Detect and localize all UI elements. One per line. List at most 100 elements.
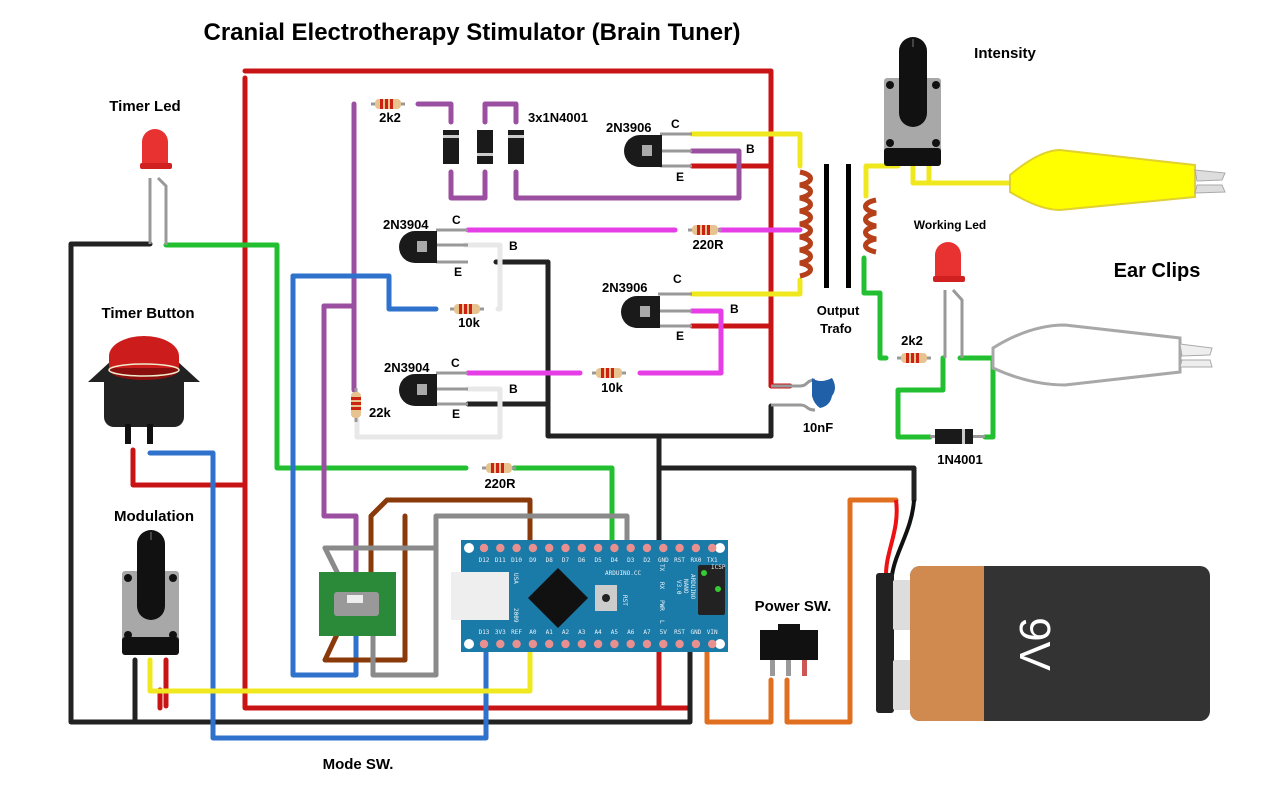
- diodes-label: 3x1N4001: [528, 110, 588, 125]
- arduino-pin-label: A3: [578, 629, 586, 636]
- arduino-brand: ARDUINO.CC: [605, 570, 642, 577]
- timer-button[interactable]: [88, 336, 200, 444]
- arduino-usa: USA: [512, 573, 519, 584]
- wire-green-trafo-out: [861, 255, 889, 361]
- arduino-pin-pad: [545, 543, 554, 553]
- wire-purple-d2d3: [482, 101, 519, 125]
- arduino-l-led: L: [658, 620, 665, 624]
- intensity-potentiometer[interactable]: [884, 37, 941, 166]
- wire-yellow-pot: [863, 163, 901, 199]
- arduino-pin-pad: [512, 543, 521, 553]
- arduino-pin-label: REF: [511, 629, 522, 636]
- resistor-10k-low: [592, 368, 626, 378]
- diode-3: [508, 130, 524, 164]
- ear-clip-white[interactable]: [991, 323, 1213, 387]
- arduino-pin-pad: [691, 543, 701, 553]
- arduino-pin-pad: [659, 543, 668, 553]
- arduino-pin-label: A7: [643, 629, 651, 636]
- page-title: Cranial Electrotherapy Stimulator (Brain…: [204, 19, 741, 46]
- arduino-pin-pad: [577, 639, 586, 649]
- diode-1n4001: [930, 429, 985, 444]
- arduino-pin-pad: [708, 543, 717, 553]
- resistor-label: 2k2: [379, 110, 401, 125]
- arduino-pin-label: D10: [511, 557, 522, 564]
- modulation-potentiometer[interactable]: [122, 530, 179, 655]
- resistor-2k2-right: [897, 353, 931, 363]
- wire-purple-d3-base: [513, 148, 742, 201]
- wire-red-top: [242, 75, 691, 711]
- timer-button-label: Timer Button: [101, 305, 194, 322]
- power-sw-label: Power SW.: [755, 598, 832, 615]
- mode-sw-label: Mode SW.: [323, 756, 394, 773]
- transistor-q3: [621, 292, 692, 328]
- modulation-label: Modulation: [114, 508, 194, 525]
- wire-purple-r1: [415, 101, 454, 125]
- wire-black-left: [68, 241, 693, 725]
- resistor-10k-mid: [450, 304, 484, 314]
- capacitor-label: 10nF: [803, 420, 833, 435]
- arduino-pin-label: D7: [562, 557, 570, 564]
- transistor-q2: [399, 228, 468, 264]
- wire-blue-button: [147, 450, 489, 741]
- ear-clip-yellow[interactable]: [1009, 148, 1226, 212]
- arduino-pin-pad: [708, 639, 717, 649]
- wire-green-led: [163, 242, 469, 471]
- working-led-label: Working Led: [914, 218, 986, 232]
- arduino-pin-label: A1: [546, 629, 554, 636]
- arduino-pin-pad: [593, 639, 603, 649]
- arduino-pin-pad: [561, 639, 570, 649]
- wire-gray-d3: [370, 513, 630, 678]
- pin-e: E: [676, 170, 684, 184]
- arduino-pwr-led: PWR: [658, 600, 665, 611]
- arduino-pin-pad: [659, 639, 668, 649]
- resistor-label: 220R: [484, 476, 516, 491]
- arduino-pin-pad: [675, 639, 684, 649]
- resistor-220r-bottom: [482, 463, 516, 473]
- arduino-pin-label: D2: [643, 557, 651, 564]
- working-led: [933, 242, 965, 358]
- arduino-pin-label: D4: [611, 557, 619, 564]
- output-transformer: [799, 164, 877, 288]
- arduino-pin-label: A5: [611, 629, 619, 636]
- arduino-pin-label: A0: [529, 629, 537, 636]
- arduino-rst: RST: [621, 595, 628, 606]
- transistor-model: 2N3904: [383, 217, 429, 232]
- arduino-rx-led: RX: [658, 582, 665, 590]
- wire-white-t2b: [462, 242, 503, 312]
- wire-orange-sw: [784, 497, 899, 725]
- wire-blue-left: [290, 273, 359, 678]
- arduino-year: 2009: [512, 608, 519, 623]
- arduino-pin-pad: [561, 543, 570, 553]
- wire-yellow-a0: [147, 642, 533, 694]
- wire-yellow-t1c: [689, 131, 803, 169]
- pin-c: C: [673, 272, 682, 286]
- power-switch[interactable]: [760, 624, 818, 676]
- diode-2: [477, 130, 493, 164]
- arduino-pin-label: 3V3: [495, 629, 506, 636]
- arduino-pin-pad: [675, 543, 684, 553]
- arduino-pin-pad: [626, 543, 635, 553]
- wire-magenta-t3b: [637, 308, 724, 376]
- transistor-q1: [624, 132, 692, 168]
- wire-green-d4: [511, 465, 615, 548]
- arduino-pin-label: 5V: [660, 629, 668, 636]
- arduino-pin-pad: [626, 639, 635, 649]
- resistor-220r-top: [688, 225, 722, 235]
- mode-switch[interactable]: [319, 572, 396, 636]
- transistor-model: 2N3906: [602, 280, 648, 295]
- arduino-pin-label: VIN: [707, 629, 718, 636]
- arduino-pin-pad: [642, 639, 652, 649]
- resistor-label: 22k: [369, 405, 391, 420]
- wire-green-led-clip: [957, 355, 996, 440]
- arduino-pin-label: D9: [529, 557, 537, 564]
- wire-red-button: [130, 447, 248, 488]
- transistor-model: 2N3906: [606, 120, 652, 135]
- arduino-pin-pad: [642, 543, 652, 553]
- resistor-2k2-top: [371, 99, 405, 109]
- capacitor-10nf: [771, 378, 835, 412]
- resistor-label: 10k: [458, 315, 480, 330]
- pin-c: C: [451, 356, 460, 370]
- arduino-pin-pad: [610, 639, 619, 649]
- arduino-pin-pad: [496, 639, 505, 649]
